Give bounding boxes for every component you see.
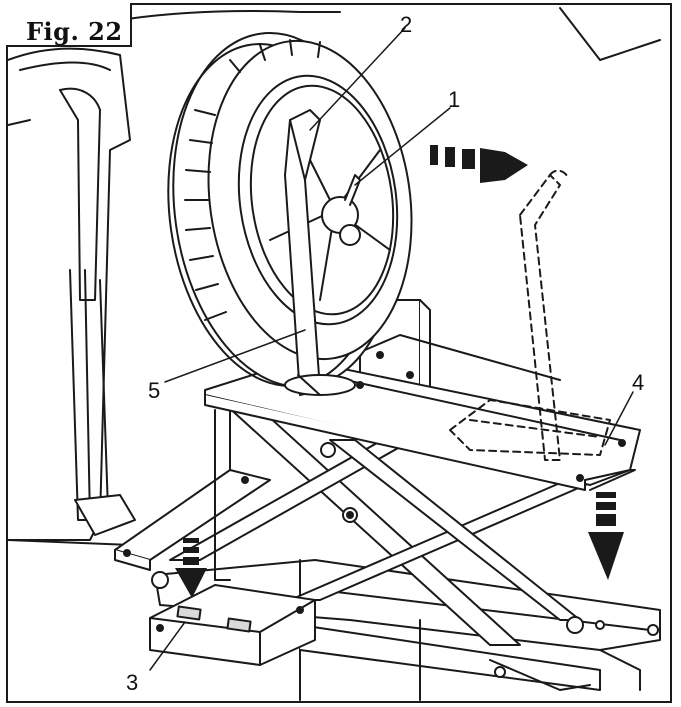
pedal-box xyxy=(149,571,316,666)
machine-body xyxy=(8,7,661,546)
leader-lines xyxy=(149,27,634,671)
callout-2: 2 xyxy=(400,12,412,37)
figure-label: Fig. 22 xyxy=(26,17,123,46)
scissor-mechanism xyxy=(169,394,621,646)
tire xyxy=(167,32,413,388)
lift-handle xyxy=(284,109,356,396)
arrow-right xyxy=(430,145,528,183)
callout-1: 1 xyxy=(448,87,460,112)
moved-handle-dashed xyxy=(519,169,569,461)
arrow-down-left xyxy=(175,538,207,598)
figure-label-box: Fig. 22 xyxy=(6,3,132,47)
arrow-down-right xyxy=(588,492,624,580)
callout-5: 5 xyxy=(148,378,160,403)
callout-4: 4 xyxy=(632,370,644,395)
moved-plate-dashed xyxy=(449,399,611,456)
lower-plate xyxy=(114,469,271,571)
callout-3: 3 xyxy=(126,670,138,695)
